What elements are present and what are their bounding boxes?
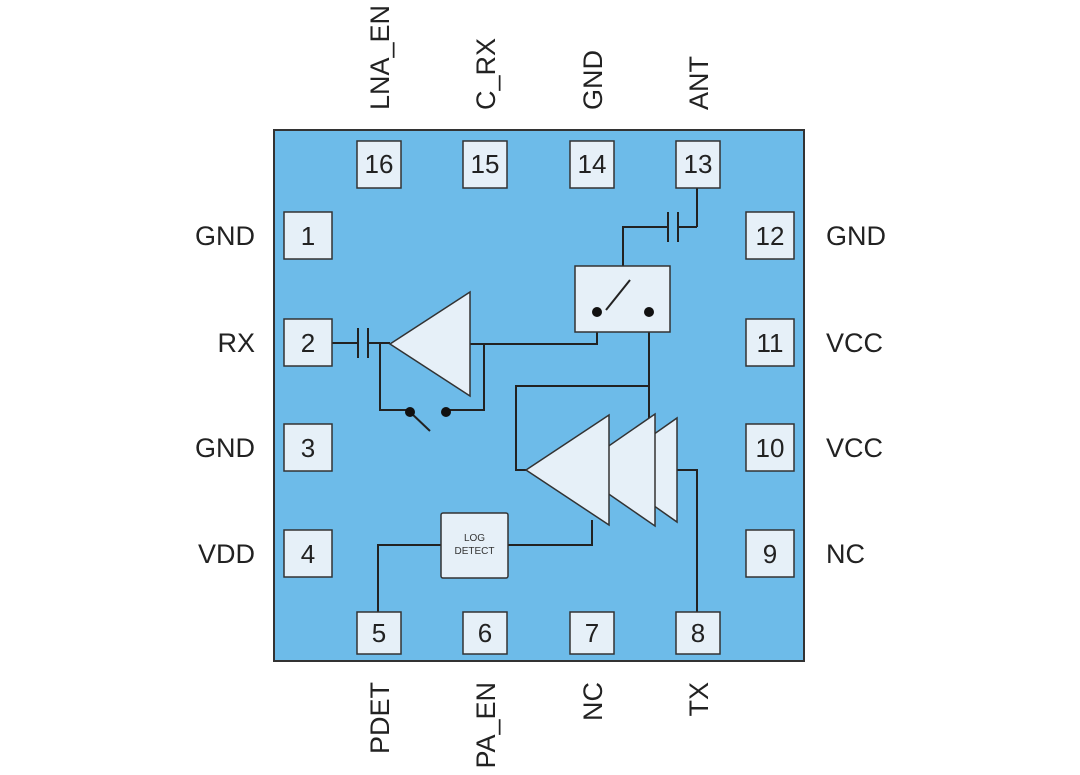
pin-pads: 1 2 3 4 5 6 7 8 bbox=[283, 140, 795, 655]
pin-2-number: 2 bbox=[301, 328, 315, 358]
pin-1-label: GND bbox=[195, 221, 255, 251]
pin-3-pad: 3 bbox=[283, 423, 333, 472]
pin-14-pad: 14 bbox=[569, 140, 615, 189]
pin-16-number: 16 bbox=[365, 149, 394, 179]
pin-12-pad: 12 bbox=[745, 211, 795, 260]
pa-stage-1 bbox=[524, 413, 610, 527]
pin-10-number: 10 bbox=[756, 433, 785, 463]
pin-12-label: GND bbox=[826, 221, 886, 251]
pin-2-pad: 2 bbox=[283, 318, 333, 367]
pin-5-number: 5 bbox=[372, 618, 386, 648]
pin-7-label: NC bbox=[578, 682, 608, 721]
pin-13-label: ANT bbox=[684, 56, 714, 110]
pin-labels: GND RX GND VDD GND VCC VCC NC LNA_EN C_R… bbox=[195, 5, 886, 769]
internal-circuit bbox=[332, 188, 698, 612]
tr-switch-blade bbox=[605, 279, 631, 311]
pin-7-pad: 7 bbox=[569, 611, 615, 655]
tx-input-wire bbox=[677, 469, 698, 612]
pin-3-label: GND bbox=[195, 433, 255, 463]
pin-14-label: GND bbox=[578, 50, 608, 110]
pin-13-pad: 13 bbox=[675, 140, 721, 189]
pin-8-number: 8 bbox=[691, 618, 705, 648]
log-detect-label-line2: DETECT bbox=[455, 546, 495, 557]
pin-9-number: 9 bbox=[763, 539, 777, 569]
lna-amplifier bbox=[388, 290, 471, 398]
pin-2-label: RX bbox=[217, 328, 255, 358]
pin-15-number: 15 bbox=[471, 149, 500, 179]
bypass-switch-contact-left bbox=[405, 407, 415, 417]
pin-6-label: PA_EN bbox=[471, 682, 501, 769]
log-detect-label-line1: LOG bbox=[464, 533, 485, 544]
pin-12-number: 12 bbox=[756, 221, 785, 251]
pin-16-pad: 16 bbox=[356, 140, 402, 189]
pin-14-number: 14 bbox=[578, 149, 607, 179]
ant-to-switch-wire bbox=[622, 226, 668, 282]
bypass-switch-contact-right bbox=[441, 407, 451, 417]
tr-switch-contact-rx bbox=[592, 307, 602, 317]
pin-5-pad: 5 bbox=[356, 611, 402, 655]
pa-stage-2 bbox=[572, 412, 656, 528]
pin-4-label: VDD bbox=[198, 539, 255, 569]
pin-11-number: 11 bbox=[757, 328, 784, 358]
log-detect-input-wire bbox=[508, 520, 593, 546]
pin-13-number: 13 bbox=[684, 149, 713, 179]
pin-3-number: 3 bbox=[301, 433, 315, 463]
log-detect-block: LOG DETECT bbox=[440, 512, 509, 579]
pin-6-number: 6 bbox=[478, 618, 492, 648]
pin-15-pad: 15 bbox=[462, 140, 508, 189]
pin-15-label: C_RX bbox=[471, 38, 501, 110]
chip-body bbox=[273, 129, 805, 662]
pin-16-label: LNA_EN bbox=[365, 5, 395, 110]
pin-4-number: 4 bbox=[301, 539, 315, 569]
pin-10-pad: 10 bbox=[745, 423, 795, 472]
pin-11-label: VCC bbox=[826, 328, 883, 358]
pa-feedback-wire bbox=[515, 385, 649, 471]
pin-11-pad: 11 bbox=[745, 318, 795, 367]
pdet-wire bbox=[377, 544, 441, 612]
tr-switch-contact-tx bbox=[644, 307, 654, 317]
pin-4-pad: 4 bbox=[283, 529, 333, 578]
pin-1-number: 1 bbox=[301, 221, 315, 251]
pin-9-pad: 9 bbox=[745, 529, 795, 578]
lna-bypass-wire bbox=[379, 343, 410, 411]
pin-8-pad: 8 bbox=[675, 611, 721, 655]
pin-1-pad: 1 bbox=[283, 211, 333, 260]
pin-9-label: NC bbox=[826, 539, 865, 569]
pin-7-number: 7 bbox=[585, 618, 599, 648]
pin-6-pad: 6 bbox=[462, 611, 508, 655]
pin-10-label: VCC bbox=[826, 433, 883, 463]
lna-bypass-wire-right bbox=[446, 343, 485, 411]
pin-5-label: PDET bbox=[365, 682, 395, 754]
pin-8-label: TX bbox=[684, 682, 714, 717]
tr-switch-block bbox=[574, 265, 671, 333]
